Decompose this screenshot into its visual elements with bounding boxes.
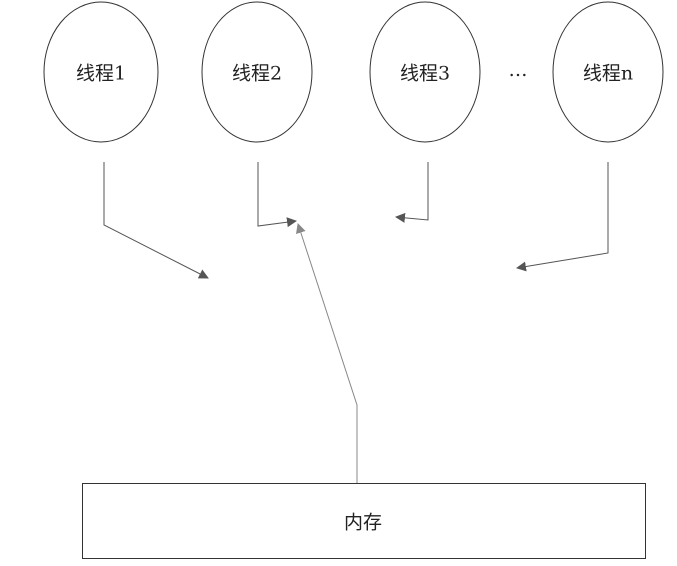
- thread-3-label: 线程3: [399, 62, 451, 85]
- thread-2-arrow: [257, 162, 297, 228]
- memory-arrow: [296, 223, 358, 483]
- thread-n-label: 线程n: [582, 62, 634, 85]
- thread-1-node: [43, 1, 159, 143]
- memory-box: [82, 483, 646, 559]
- ellipsis: …: [508, 59, 528, 81]
- thread-1-label: 线程1: [75, 62, 127, 85]
- thread-3-arrow: [395, 162, 429, 223]
- thread-n-node: [552, 1, 664, 143]
- memory-label: 内存: [343, 511, 383, 534]
- thread-n-arrow: [516, 162, 609, 272]
- thread-3-node: [369, 1, 481, 143]
- thread-1-arrow: [103, 162, 209, 279]
- thread-2-node: [201, 1, 313, 143]
- thread-2-label: 线程2: [231, 62, 283, 85]
